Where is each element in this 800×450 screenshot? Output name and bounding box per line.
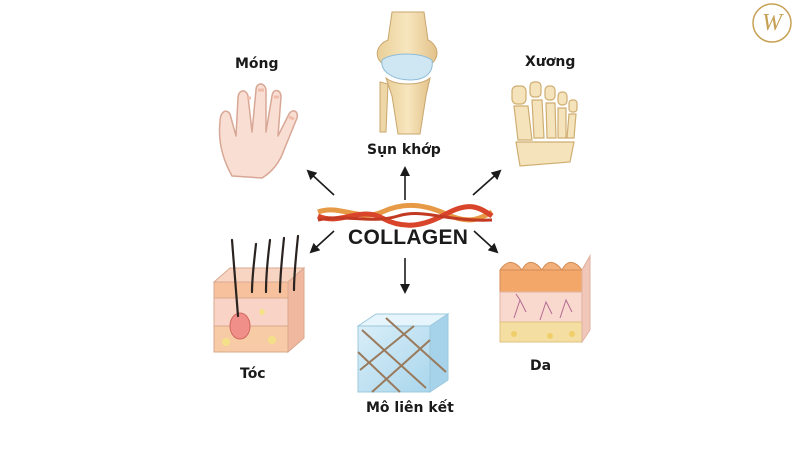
label-bone: Xương [525,54,576,70]
arrow-to-hair [309,230,335,254]
label-connective-tissue: Mô liên kết [366,400,454,416]
arrow-to-nail [306,169,335,196]
foot-bones-icon [511,81,578,167]
label-hair: Tóc [240,366,266,382]
hand-icon [218,83,299,179]
label-cartilage: Sụn khớp [367,142,441,158]
arrow-to-bone [472,169,502,196]
skin-layers-icon [499,254,591,344]
collagen-label: COLLAGEN [348,226,469,249]
brand-logo-icon [752,3,792,43]
label-skin: Da [530,358,552,374]
connective-tissue-cube-icon [356,313,450,393]
arrows [306,166,502,294]
knee-joint-icon [376,11,438,135]
brand-logo-letter: W [762,10,782,36]
collagen-fiber-icon [316,202,494,228]
label-nail: Móng [235,56,279,72]
arrow-to-skin [473,230,499,254]
hair-skin-icon [212,234,306,354]
